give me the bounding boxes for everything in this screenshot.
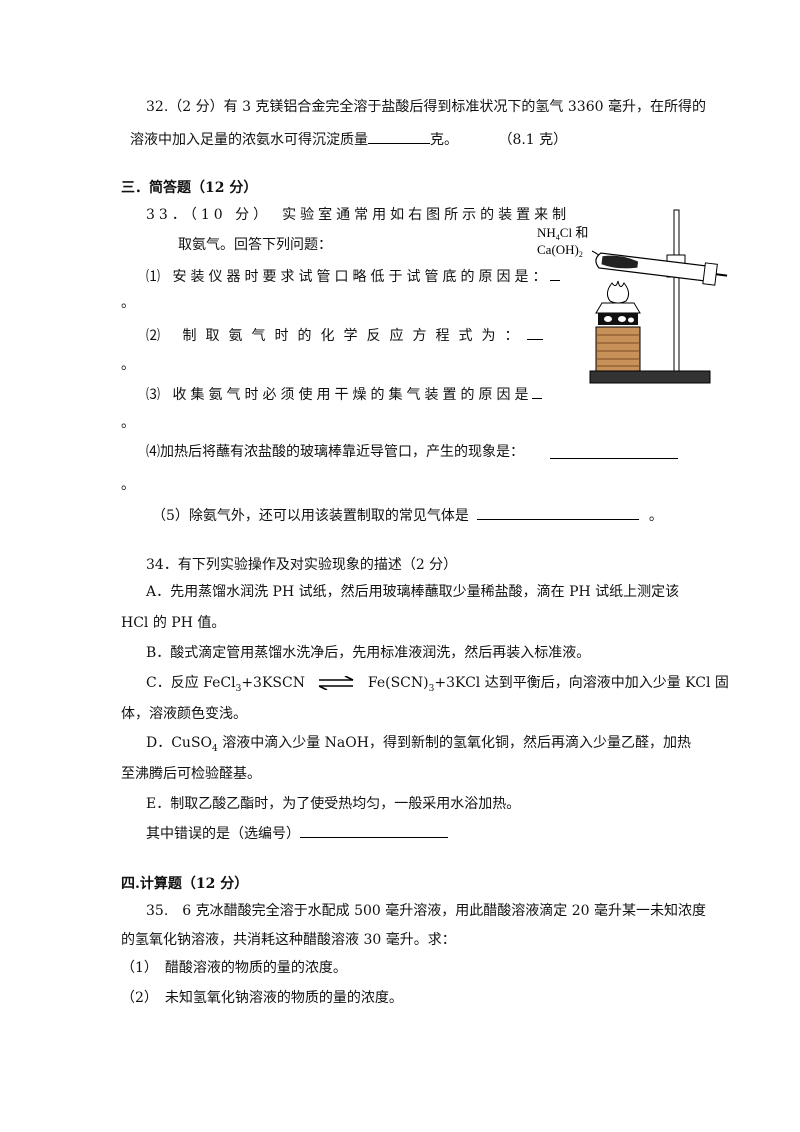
q34-option-b: B．酸式滴定管用蒸馏水洗净后，先用标准液润洗，然后再装入标准液。 xyxy=(146,645,591,661)
reagent-solid xyxy=(601,255,639,269)
q32-line1: 32.（2 分）有 3 克镁铝合金完全溶于盐酸后得到标准状况下的氢气 3360 … xyxy=(146,99,706,115)
q33-sub1-blank[interactable] xyxy=(550,266,561,281)
q35-line1: 35. 6 克冰醋酸完全溶于水配成 500 毫升溶液，用此醋酸溶液滴定 20 毫… xyxy=(146,903,706,919)
flame xyxy=(606,280,630,304)
ammonia-apparatus-figure: NH4Cl 和 Ca(OH)2 xyxy=(537,209,728,384)
q35-line2: 的氢氧化钠溶液，共消耗这种醋酸溶液 30 毫升。求： xyxy=(121,932,456,948)
stand-base xyxy=(589,370,711,384)
wooden-block xyxy=(595,326,641,372)
section4-title: 四.计算题（12 分） xyxy=(121,876,249,892)
q33-sub2-text: ⑵ 制取氨气时的化学反应方程式为： xyxy=(146,328,528,344)
q34-wrong-prompt: 其中错误的是（选编号） xyxy=(146,823,448,844)
option-c-reactant2: +3KSCN xyxy=(241,675,305,691)
q34-option-d-line2: 至沸腾后可检验醛基。 xyxy=(121,766,261,782)
q33-sub4: ⑷加热后将蘸有浓盐酸的玻璃棒靠近导管口，产生的现象是： xyxy=(146,442,524,462)
q33-sub1-text: ⑴ 安装仪器时要求试管口略低于试管底的原因是： xyxy=(146,269,551,285)
q34-option-a-line1: A．先用蒸馏水润洗 PH 试纸，然后用玻璃棒蘸取少量稀盐酸，滴在 PH 试纸上测… xyxy=(146,584,680,600)
q33-sub3-blank[interactable] xyxy=(532,384,543,399)
q34-intro: 34．有下列实验操作及对实验现象的描述（2 分） xyxy=(146,557,458,573)
figure-label-line1: NH4Cl 和 xyxy=(537,225,588,242)
q33-sub5-blank[interactable] xyxy=(476,505,639,520)
q34-option-c-line2: 体，溶液颜色变浅。 xyxy=(121,706,247,722)
q35-sub2: （2） 未知氢氧化钠溶液的物质的量的浓度。 xyxy=(121,990,403,1006)
q32-line2-text: 溶液中加入足量的浓氨水可得沉淀质量 xyxy=(130,132,368,148)
q33-sub4-blank[interactable] xyxy=(550,444,678,459)
option-c-product: Fe(SCN) xyxy=(367,675,429,691)
test-tube xyxy=(595,252,728,286)
q33-sub4-period: 。 xyxy=(121,477,135,493)
q33-line1: 33．（10 分） 实验室通常用如右图所示的装置来制 xyxy=(146,207,571,223)
q34-answer-blank[interactable] xyxy=(300,823,448,838)
q32-line2: 溶液中加入足量的浓氨水可得沉淀质量 克。 （8.1 克） xyxy=(130,129,567,150)
option-c-rest: +3KCl 达到平衡后，向溶液中加入少量 KCl 固 xyxy=(434,675,729,691)
lamp-top xyxy=(595,302,641,314)
q33-sub2: ⑵ 制取氨气时的化学反应方程式为： xyxy=(146,325,544,346)
option-c-reactant: C．反应 FeCl xyxy=(146,675,236,691)
q34-option-e: E．制取乙酸乙酯时，为了使受热均匀，一般采用水浴加热。 xyxy=(146,796,521,812)
q32-line2-unit: 克。 xyxy=(430,132,458,148)
q33-sub4-text: ⑷加热后将蘸有浓盐酸的玻璃棒靠近导管口，产生的现象是： xyxy=(146,444,524,460)
q32-answer: （8.1 克） xyxy=(498,132,568,148)
q33-sub5-period: 。 xyxy=(648,508,663,524)
q33-sub3-period: 。 xyxy=(121,415,135,431)
q34-option-d-line1: D．CuSO4 溶液中滴入少量 NaOH，得到新制的氢氧化铜，然后再滴入少量乙醛… xyxy=(146,735,691,754)
delivery-tube xyxy=(716,273,728,277)
section3-title: 三．简答题（12 分） xyxy=(121,180,258,196)
stopper xyxy=(702,262,718,286)
q35-sub1: （1） 醋酸溶液的物质的量的浓度。 xyxy=(121,960,347,976)
q33-sub1-period: 。 xyxy=(121,295,135,311)
q34-option-c-line1: C．反应 FeCl3+3KSCN Fe(SCN)3+3KCl 达到平衡后，向溶液… xyxy=(146,675,729,694)
q33-sub3: ⑶ 收集氨气时必须使用干燥的集气装置的原因是 xyxy=(146,384,543,405)
equilibrium-arrow-icon xyxy=(319,676,354,690)
q33-sub2-blank[interactable] xyxy=(527,325,544,340)
stand-rod xyxy=(673,209,680,372)
q33-sub1: ⑴ 安装仪器时要求试管口略低于试管底的原因是： xyxy=(146,266,561,287)
q33-sub2-period: 。 xyxy=(121,357,135,373)
q33-sub5: （5）除氨气外，还可以用该装置制取的常见气体是 。 xyxy=(152,505,663,526)
q32-answer-blank[interactable] xyxy=(368,129,430,144)
figure-label-line2: Ca(OH)2 xyxy=(537,242,583,259)
q34-option-a-line2: HCl 的 PH 值。 xyxy=(121,615,226,631)
q33-line2: 取氨气。回答下列问题： xyxy=(178,237,332,253)
q33-sub3-text: ⑶ 收集氨气时必须使用干燥的集气装置的原因是 xyxy=(146,387,533,403)
q33-sub5-text: （5）除氨气外，还可以用该装置制取的常见气体是 xyxy=(152,508,469,524)
